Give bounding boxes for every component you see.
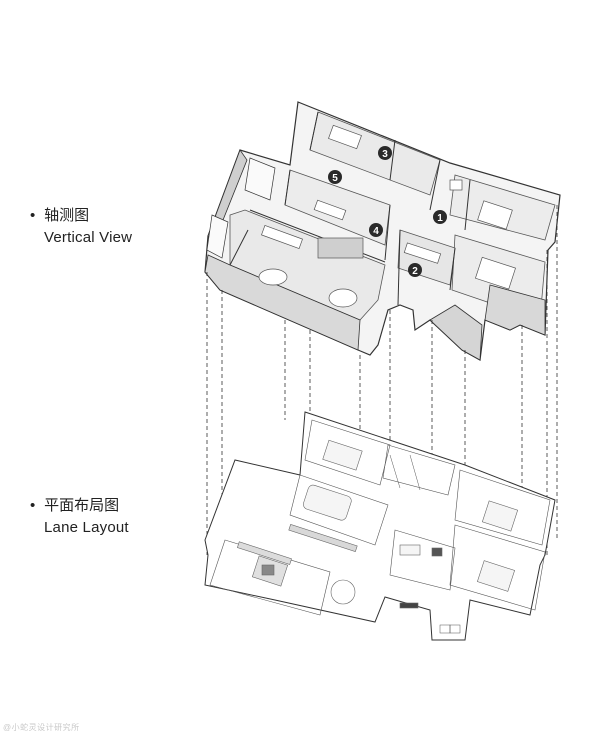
axonometric-title-en: Vertical View [44, 229, 133, 246]
svg-text:2: 2 [412, 266, 418, 277]
svg-text:3: 3 [382, 149, 388, 160]
axonometric-label: • 轴测图 Vertical View [30, 205, 132, 249]
svg-text:5: 5 [332, 173, 338, 184]
marker-5: 5 [328, 170, 342, 184]
marker-4: 4 [369, 223, 383, 237]
plan-layout [204, 411, 556, 641]
label-bullet: • [30, 497, 36, 514]
plan-title-zh: 平面布局图 [44, 497, 120, 514]
watermark: @小蛇灵设计研究所 [3, 723, 80, 732]
marker-2: 2 [408, 263, 422, 277]
label-bullet: • [30, 207, 36, 224]
svg-text:1: 1 [437, 213, 443, 224]
svg-text:4: 4 [373, 226, 379, 237]
marker-1: 1 [433, 210, 447, 224]
axonometric-title-zh: 轴测图 [44, 207, 90, 224]
plan-label: • 平面布局图 Lane Layout [30, 495, 129, 539]
plan-title-en: Lane Layout [44, 519, 129, 536]
axonometric-model: 1 2 3 4 5 [204, 101, 561, 361]
marker-3: 3 [378, 146, 392, 160]
